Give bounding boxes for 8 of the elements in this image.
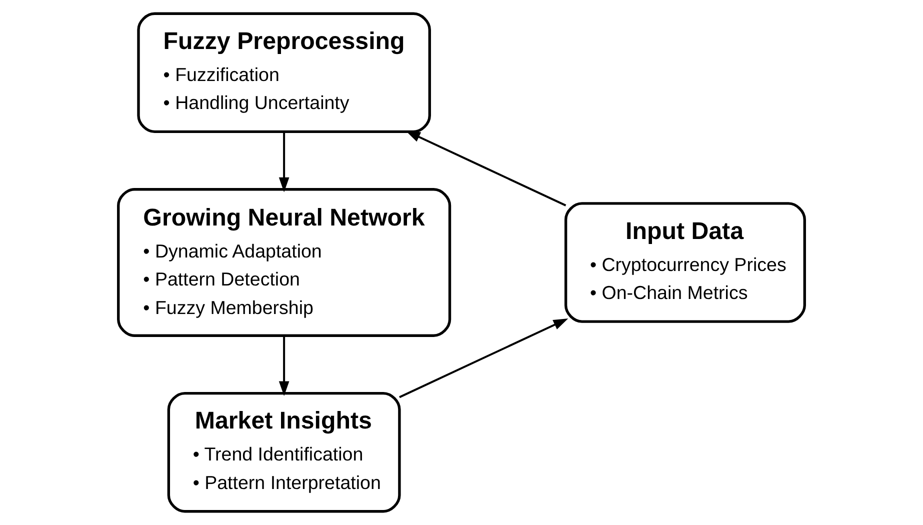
arrow	[278, 132, 290, 192]
node-box: Market Insights • Trend Identification • Pattern Interpretation	[167, 392, 401, 513]
node-box: Input Data • Cryptocurrency Prices • On-Chain Metrics	[564, 202, 806, 323]
arrow	[399, 318, 568, 398]
arrow	[278, 336, 290, 396]
arrow	[405, 130, 566, 206]
node-box: Fuzzy Preprocessing • Fuzzification • Handling Uncertainty	[137, 12, 431, 134]
node-box: Growing Neural Network • Dynamic Adaptation • Pattern Detection • Fuzzy Membership	[117, 188, 452, 337]
